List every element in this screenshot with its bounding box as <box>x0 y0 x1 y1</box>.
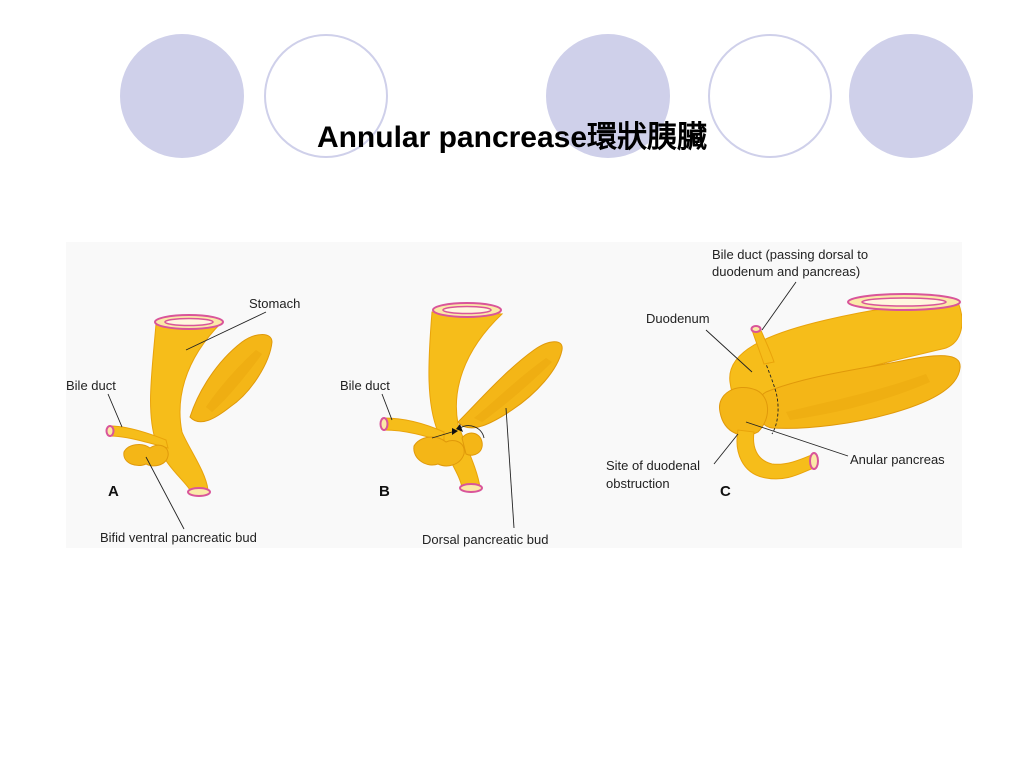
ventral-bud-a <box>123 444 169 467</box>
rotation-arrow-2 <box>459 425 485 439</box>
label-duodenum: Duodenum <box>646 311 710 326</box>
label-bile-duct-a: Bile duct <box>66 378 116 393</box>
rotation-arrowhead-1 <box>452 428 458 435</box>
ventral-bud-b-right <box>461 432 483 456</box>
duodenum-opening-b <box>459 483 483 493</box>
label-bile-duct-b: Bile duct <box>340 378 390 393</box>
decorative-circle-5 <box>849 34 973 158</box>
figure-svg: Stomach Bile duct A Bifid ventral pancre… <box>66 247 963 547</box>
leader-dorsal-bud <box>505 407 515 529</box>
leader-bile-duct-b <box>381 393 393 421</box>
decorative-circle-3 <box>546 34 670 158</box>
dorsal-bud-b <box>457 341 563 429</box>
panel-letter-c: C <box>720 483 731 500</box>
decorative-circle-2 <box>264 34 388 158</box>
label-bile-duct-c-1: Bile duct (passing dorsal to <box>712 247 868 262</box>
leader-ventral-bud <box>145 456 185 530</box>
bile-duct-c <box>751 327 775 365</box>
leader-bile-duct-c <box>761 281 797 331</box>
panel-letter-a: A <box>108 483 119 500</box>
stomach-lumen <box>164 317 214 327</box>
leader-bile-duct-a <box>107 393 123 428</box>
decorative-circle-4 <box>708 34 832 158</box>
decorative-circle-1 <box>120 34 244 158</box>
label-anular-pancreas: Anular pancreas <box>850 452 945 467</box>
label-stomach: Stomach <box>249 296 300 311</box>
stomach-lumen-b <box>442 305 492 315</box>
label-obstruction-1: Site of duodenal <box>606 458 700 473</box>
panel-a: Stomach Bile duct A Bifid ventral pancre… <box>66 296 300 545</box>
label-bile-duct-c-2: duodenum and pancreas) <box>712 264 860 279</box>
bile-duct-dashed <box>755 331 779 435</box>
duodenum-exit-opening <box>809 452 819 470</box>
dorsal-bud-a-texture <box>206 350 262 412</box>
bile-duct-a-opening <box>105 425 115 437</box>
label-obstruction-2: obstruction <box>606 476 670 491</box>
bile-duct-a <box>109 425 169 449</box>
slide-title: Annular pancrease環狀胰臟 <box>316 121 708 154</box>
ventral-bud-b <box>413 436 465 467</box>
duodenum-opening-a <box>187 487 211 497</box>
annular-ring <box>719 387 768 436</box>
label-bifid-ventral-bud: Bifid ventral pancreatic bud <box>100 530 257 545</box>
descending-duodenum <box>736 429 815 480</box>
pancreas-texture-c <box>786 374 930 420</box>
duodenum-lumen-c <box>861 297 947 307</box>
embryology-figure: Stomach Bile duct A Bifid ventral pancre… <box>66 242 963 548</box>
label-dorsal-bud: Dorsal pancreatic bud <box>422 532 548 547</box>
leader-anular-pancreas <box>745 421 849 457</box>
pancreas-body-c <box>757 355 961 429</box>
panel-c: Bile duct (passing dorsal to duodenum an… <box>606 247 963 500</box>
dorsal-bud-b-texture <box>474 358 552 422</box>
leader-duodenum <box>705 329 753 373</box>
leader-obstruction <box>713 433 739 465</box>
panel-letter-b: B <box>379 483 390 500</box>
bile-duct-b-opening <box>379 417 389 431</box>
bile-duct-c-opening <box>750 325 762 333</box>
rotation-arrowhead-2 <box>456 424 463 432</box>
leader-stomach <box>185 311 267 351</box>
rotation-arrow-1 <box>431 431 453 439</box>
panel-b: Bile duct B Dorsal pancreatic bud <box>340 302 563 547</box>
